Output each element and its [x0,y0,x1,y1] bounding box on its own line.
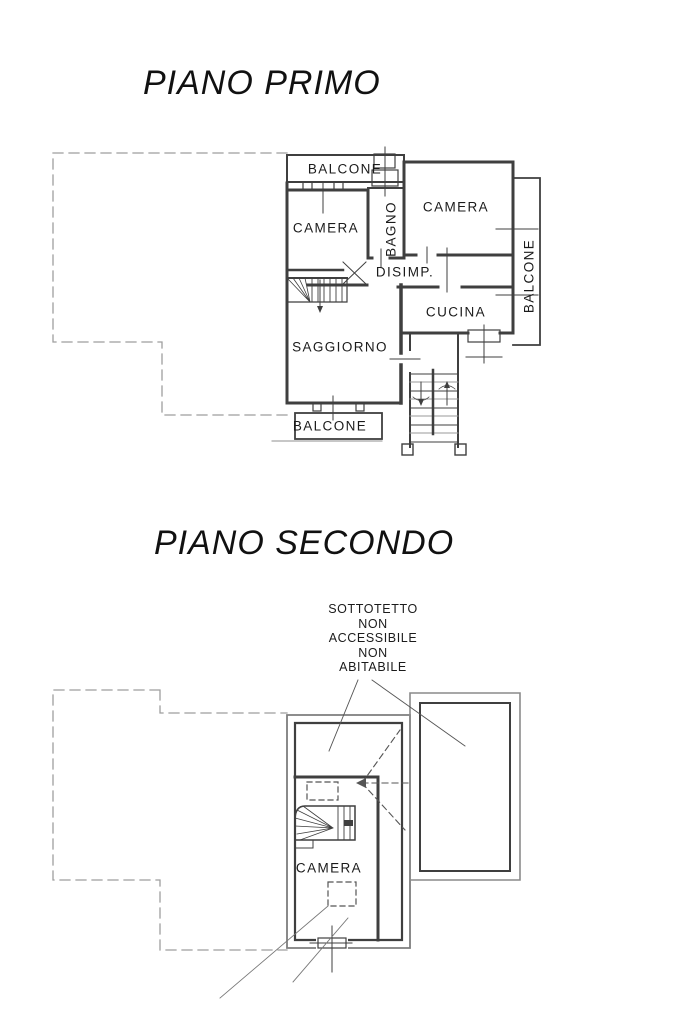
floor2-dashed-boundary [52,689,288,951]
label-camera-right: CAMERA [422,199,490,215]
label-balcone-bottom: BALCONE [292,418,368,434]
floor1-plan [52,146,541,456]
label-balcone-top: BALCONE [307,161,383,177]
floor2-outer-wall [286,714,411,949]
annotation-leader-left [328,679,359,752]
annotation-leader-right [371,679,466,747]
leader-line [292,917,349,983]
floor2-staircase [294,805,356,849]
label-camera-left: CAMERA [292,220,360,236]
floor1-dashed-boundary [52,152,288,416]
label-cucina: CUCINA [425,304,487,320]
annotation-line: SOTTOTETTO [328,602,418,616]
floor2-partition-wall [293,775,380,942]
floor1-balcone-bottom-outline [294,412,383,440]
annotation-line: NON [358,645,388,660]
label-disimpegno: DISIMP. [375,264,435,280]
label-camera-floor2: CAMERA [295,860,363,876]
label-balcone-right: BALCONE [521,238,537,314]
floor1-external-stairs [401,332,467,456]
floor1-balcone-right-outline [512,177,541,346]
skylight-dashed [327,881,357,907]
door-jamb [355,402,365,412]
label-saggiorno: SAGGIORNO [292,339,388,355]
annotation-line: ACCESSIBILE [328,631,418,645]
floor-opening-dashed [306,781,339,801]
door-jamb [312,402,322,412]
annotation-line: ABITABILE [339,660,407,674]
floor2-plan [52,679,521,999]
direction-arrow-dashed [361,729,409,831]
leader-line [219,905,329,999]
attic-inner-outline [419,702,511,872]
floor2-title: PIANO SECONDO [154,524,455,562]
floor1-staircase [287,277,348,313]
label-bagno: BAGNO [383,201,399,257]
arrowhead [356,778,366,788]
sottotetto-annotation: SOTTOTETTO NON ACCESSIBILE NON ABITABILE [328,602,418,675]
floor2-inner-wall [293,721,404,942]
floor1-title: PIANO PRIMO [143,64,381,102]
attic-outer-outline [409,692,521,881]
annotation-line: NON [358,616,388,631]
